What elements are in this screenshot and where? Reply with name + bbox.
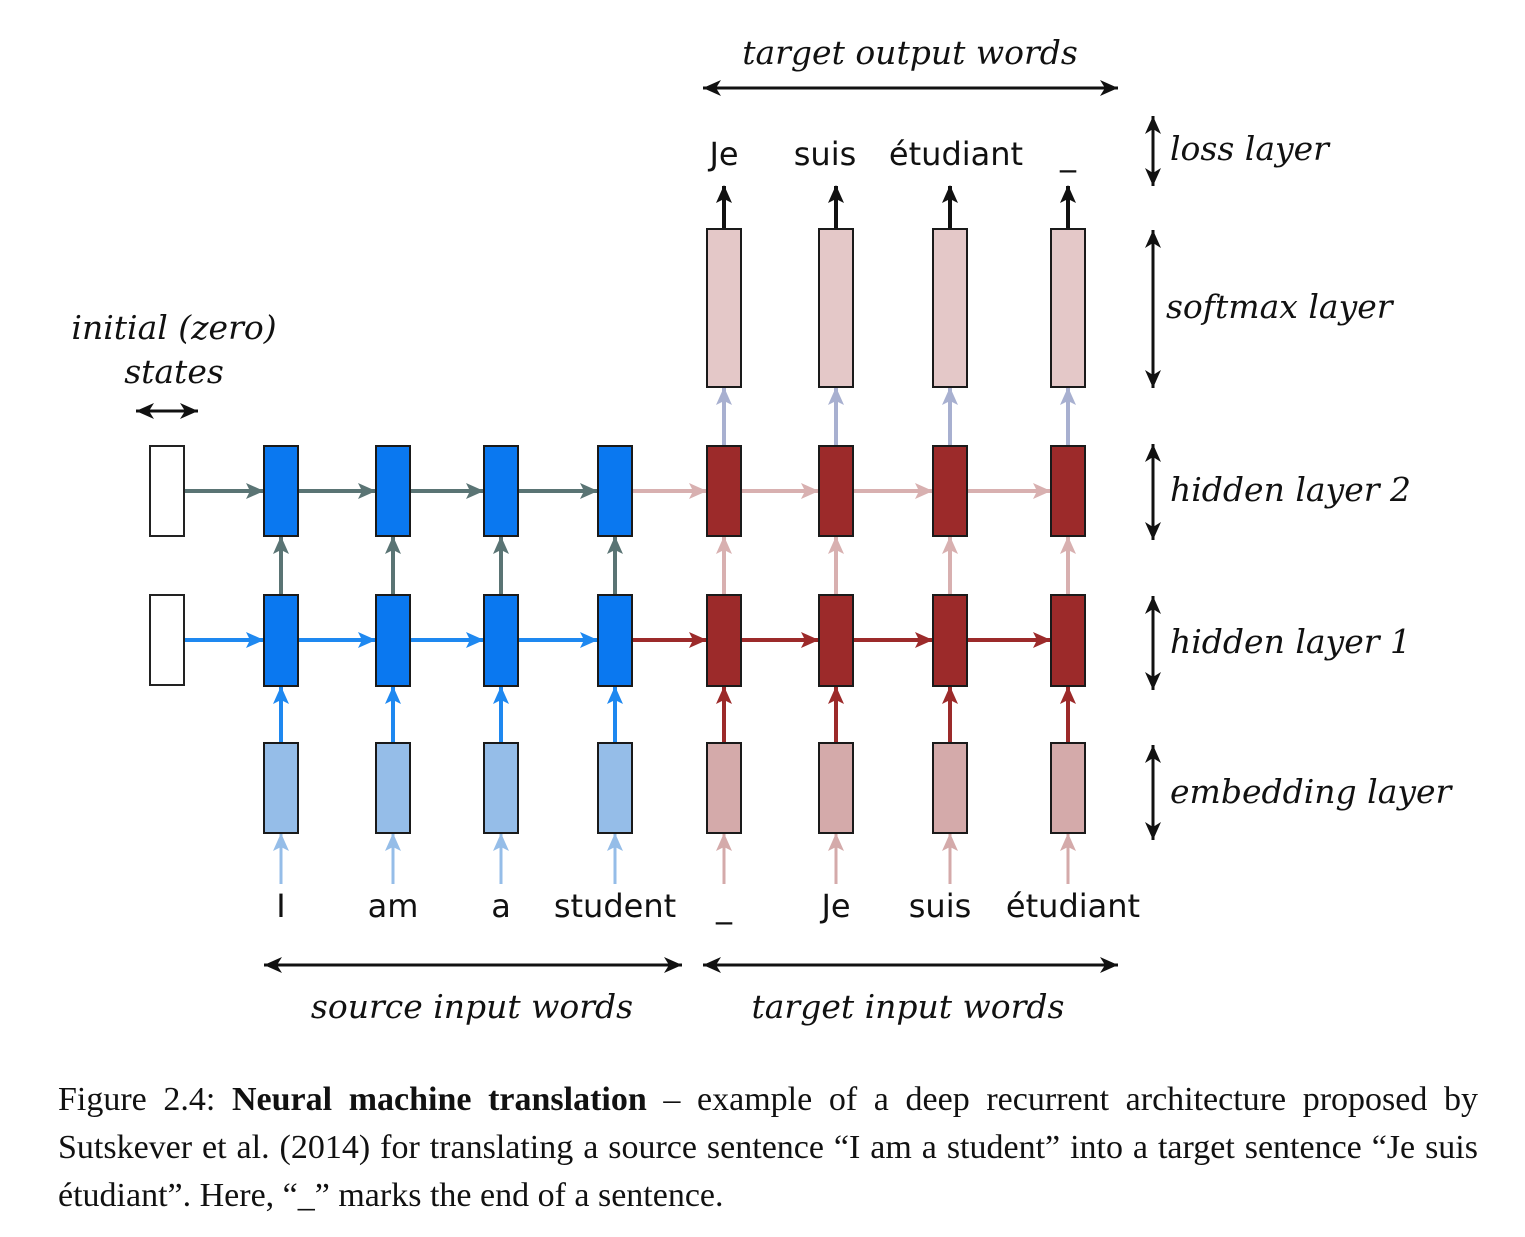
source-hidden2-cell bbox=[483, 445, 519, 537]
words-layer: I am a student _ Je suis étudiant Je sui… bbox=[276, 135, 1140, 925]
loss-layer-span-arrow bbox=[1145, 116, 1161, 186]
target-embedding-cell bbox=[1050, 742, 1086, 834]
initial-states-label-line2: states bbox=[124, 352, 224, 391]
softmax-layer-span-arrow bbox=[1145, 230, 1161, 388]
initial-state-box-h2 bbox=[149, 445, 185, 537]
target-input-word: suis bbox=[909, 887, 972, 925]
source-hidden1-cell bbox=[375, 594, 411, 687]
hidden-layer-2-span-arrow bbox=[1145, 444, 1161, 540]
target-output-word: étudiant bbox=[889, 135, 1023, 173]
target-output-word: suis bbox=[794, 135, 857, 173]
target-embedding-cell bbox=[932, 742, 968, 834]
figure-caption: Figure 2.4: Neural machine translation –… bbox=[58, 1076, 1478, 1220]
embedding-layer-span-arrow bbox=[1145, 745, 1161, 840]
source-word: am bbox=[368, 887, 419, 925]
caption-title: Neural machine translation bbox=[231, 1081, 647, 1118]
embedding-layer-label: embedding layer bbox=[1170, 772, 1454, 811]
source-word: student bbox=[554, 887, 676, 925]
hidden-layer-1-span-arrow bbox=[1145, 596, 1161, 690]
source-embedding-cell bbox=[263, 742, 299, 834]
caption-prefix: Figure 2.4: bbox=[58, 1081, 232, 1118]
source-hidden1-cell bbox=[597, 594, 633, 687]
source-word: a bbox=[491, 887, 511, 925]
target-input-word: _ bbox=[715, 887, 733, 925]
target-output-word: Je bbox=[707, 135, 738, 173]
initial-state-box-h1 bbox=[149, 594, 185, 686]
target-hidden2-cell bbox=[1050, 445, 1086, 537]
labels-layer: target output words loss layer softmax l… bbox=[71, 33, 1453, 1026]
source-word: I bbox=[276, 887, 285, 925]
target-hidden1-cell bbox=[706, 594, 742, 687]
target-embedding-cell bbox=[706, 742, 742, 834]
softmax-cell bbox=[932, 228, 968, 388]
source-hidden1-cell bbox=[263, 594, 299, 687]
target-hidden2-cell bbox=[818, 445, 854, 537]
softmax-cell bbox=[818, 228, 854, 388]
hidden-layer-2-label: hidden layer 2 bbox=[1170, 470, 1411, 509]
softmax-layer-label: softmax layer bbox=[1166, 287, 1395, 326]
target-output-span-arrow bbox=[703, 80, 1118, 96]
source-embedding-cell bbox=[375, 742, 411, 834]
boxes-layer bbox=[149, 228, 1086, 834]
arrows-layer bbox=[136, 80, 1161, 973]
target-hidden2-cell bbox=[706, 445, 742, 537]
target-input-words-label: target input words bbox=[751, 987, 1064, 1026]
target-input-word: étudiant bbox=[1006, 887, 1140, 925]
hidden-layer-1-label: hidden layer 1 bbox=[1170, 622, 1411, 661]
target-hidden1-cell bbox=[932, 594, 968, 687]
initial-states-label-line1: initial (zero) bbox=[71, 308, 276, 347]
target-hidden2-cell bbox=[932, 445, 968, 537]
source-embedding-cell bbox=[597, 742, 633, 834]
source-embedding-cell bbox=[483, 742, 519, 834]
target-output-words-label: target output words bbox=[742, 33, 1078, 72]
target-input-span-arrow bbox=[703, 957, 1118, 973]
softmax-cell bbox=[1050, 228, 1086, 388]
target-hidden1-cell bbox=[818, 594, 854, 687]
target-output-word: _ bbox=[1059, 135, 1077, 173]
caption-body: – example of a deep recurrent architectu… bbox=[58, 1081, 1479, 1214]
source-hidden2-cell bbox=[375, 445, 411, 537]
target-input-word: Je bbox=[819, 887, 850, 925]
source-hidden1-cell bbox=[483, 594, 519, 687]
initial-states-span-arrow bbox=[136, 403, 198, 419]
target-embedding-cell bbox=[818, 742, 854, 834]
loss-layer-label: loss layer bbox=[1170, 129, 1331, 168]
target-hidden1-cell bbox=[1050, 594, 1086, 687]
source-input-span-arrow bbox=[264, 957, 682, 973]
source-hidden2-cell bbox=[263, 445, 299, 537]
source-hidden2-cell bbox=[597, 445, 633, 537]
nmt-diagram: target output words loss layer softmax l… bbox=[71, 33, 1453, 1026]
softmax-cell bbox=[706, 228, 742, 388]
source-input-words-label: source input words bbox=[311, 987, 633, 1026]
